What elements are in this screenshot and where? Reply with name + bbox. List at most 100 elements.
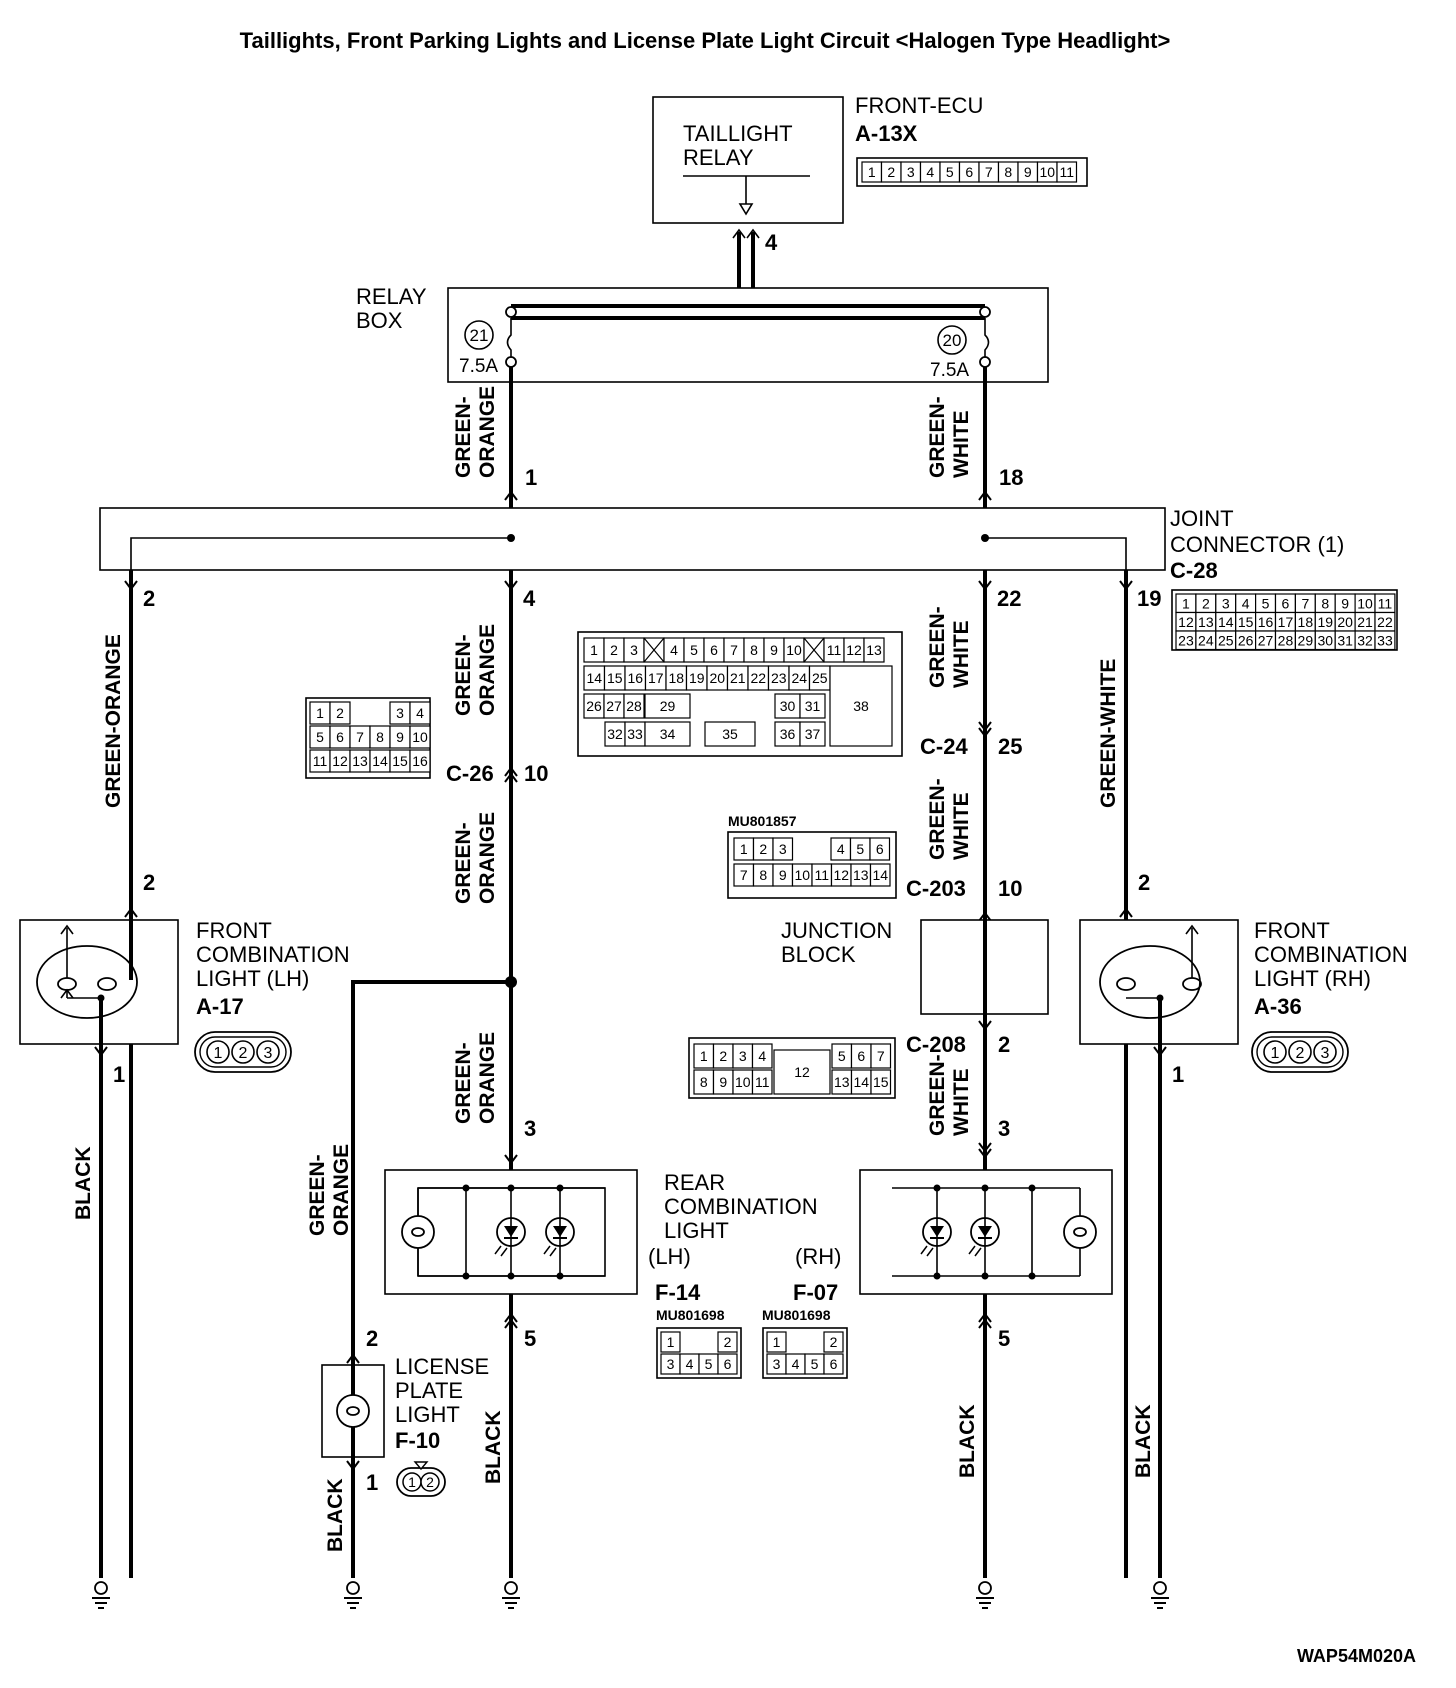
connector-pin-number: 14 xyxy=(586,670,602,686)
connector-pin-number: 31 xyxy=(1337,632,1353,648)
connector-pin-number: 14 xyxy=(853,1074,869,1090)
connector-cell xyxy=(704,721,756,747)
f10-pin-1: 1 xyxy=(408,1474,416,1490)
diagram-title: Taillights, Front Parking Lights and Lic… xyxy=(240,28,1171,53)
connector-cell xyxy=(717,1331,738,1353)
wire-label-green-white-top-2: WHITE xyxy=(950,410,973,478)
ground-symbol xyxy=(91,1581,111,1609)
connector-pin-number: 4 xyxy=(758,1048,766,1064)
connector-pin-number: 8 xyxy=(750,642,758,658)
c24-pin: 25 xyxy=(998,734,1022,759)
license-line1: LICENSE xyxy=(395,1354,489,1379)
connector-pin-number: 4 xyxy=(792,1356,800,1372)
wire-label-go-license-1: GREEN- xyxy=(306,1154,329,1236)
connector-cell xyxy=(409,701,431,725)
connector-cell xyxy=(409,725,431,749)
front-lh-line3: LIGHT (LH) xyxy=(196,966,309,991)
rear-rh-label: (RH) xyxy=(795,1244,841,1269)
connector-pin-number: 12 xyxy=(794,1064,810,1080)
connector-pin-number: 11 xyxy=(814,867,829,883)
c203-code: C-203 xyxy=(906,876,966,901)
rear-rh-pin-gnd: 5 xyxy=(998,1326,1010,1351)
connector-pin-number: 4 xyxy=(926,164,934,180)
fuse-21-number: 21 xyxy=(470,326,489,345)
f10-pin-2: 2 xyxy=(426,1474,434,1490)
connector-pin-number: 7 xyxy=(356,729,364,745)
junction-line2: BLOCK xyxy=(781,942,856,967)
connector-pin-number: 1 xyxy=(667,1334,675,1350)
a36-connector: 1 2 3 xyxy=(1251,1031,1349,1073)
c26-code: C-26 xyxy=(446,761,494,786)
connector-pin-number: 3 xyxy=(1222,595,1230,611)
front-rh-line3: LIGHT (RH) xyxy=(1254,966,1371,991)
connector-cell xyxy=(766,1331,787,1353)
connector-pin-number: 5 xyxy=(1262,595,1270,611)
connector-pin-number: 22 xyxy=(750,670,766,686)
relay-name-line2: RELAY xyxy=(683,145,754,170)
connector-pin-number: 11 xyxy=(755,1074,770,1090)
ground-symbol xyxy=(501,1581,521,1609)
connector-pin-number: 20 xyxy=(709,670,725,686)
connector-pin-number: 9 xyxy=(719,1074,727,1090)
relay-box-line1: RELAY xyxy=(356,284,427,309)
f07-part: MU801698 xyxy=(762,1307,831,1323)
front-combination-light-lh: FRONT COMBINATION LIGHT (LH) A-17 1 2 3 xyxy=(19,918,350,1073)
relay-pin: 4 xyxy=(765,230,778,255)
license-code: F-10 xyxy=(395,1428,440,1453)
wire-label-black-lh: BLACK xyxy=(72,1147,95,1221)
a17-pin-1: 1 xyxy=(214,1045,223,1062)
connector-pin-number: 22 xyxy=(1377,614,1393,630)
c203-pin: 10 xyxy=(998,876,1022,901)
connector-pin-number: 3 xyxy=(630,642,638,658)
connector-pin-number: 2 xyxy=(830,1334,838,1350)
rear-line3: LIGHT xyxy=(664,1218,729,1243)
connector-cell xyxy=(863,637,885,663)
front-lh-code: A-17 xyxy=(196,994,244,1019)
front-lh-pin-in: 2 xyxy=(143,870,155,895)
front-rh-code: A-36 xyxy=(1254,994,1302,1019)
connector-pin-number: 6 xyxy=(857,1048,865,1064)
connector-pin-number: 11 xyxy=(313,753,328,769)
connector-pin-number: 10 xyxy=(412,729,428,745)
connector-pin-number: 5 xyxy=(856,841,864,857)
fuse-20-number: 20 xyxy=(943,331,962,350)
connector-pin-number: 24 xyxy=(791,670,807,686)
connector-cell xyxy=(751,1069,773,1095)
connector-pin-number: 9 xyxy=(396,729,404,745)
connector-cell xyxy=(870,1069,892,1095)
connector-pin-number: 16 xyxy=(1258,614,1274,630)
connector-pin-number: 9 xyxy=(770,642,778,658)
connector-cell xyxy=(869,863,891,887)
connector-cell xyxy=(644,693,691,719)
rear-lh-label: (LH) xyxy=(648,1244,691,1269)
connector-pin-number: 8 xyxy=(1004,164,1012,180)
connector-pin-number: 3 xyxy=(739,1048,747,1064)
joint-code: C-28 xyxy=(1170,558,1218,583)
connector-pin-number: 6 xyxy=(965,164,973,180)
connector-pin-number: 38 xyxy=(853,698,869,714)
connector-pin-number: 1 xyxy=(316,705,324,721)
connector-pin-number: 9 xyxy=(1024,164,1032,180)
connector-pin-number: 10 xyxy=(786,642,802,658)
connector-pin-number: 9 xyxy=(1341,595,1349,611)
wire-label-go-low-1: GREEN- xyxy=(452,1042,475,1124)
connector-pin-number: 21 xyxy=(1357,614,1373,630)
connector-pin-number: 13 xyxy=(853,867,869,883)
connector-pin-number: 11 xyxy=(1378,595,1393,611)
connector-pin-number: 14 xyxy=(872,867,888,883)
connector-pin-number: 20 xyxy=(1337,614,1353,630)
ground-symbol xyxy=(975,1581,995,1609)
connector-pin-number: 36 xyxy=(780,726,796,742)
connector-pin-number: 6 xyxy=(876,841,884,857)
connector-cell xyxy=(329,701,351,725)
connector-pin-number: 33 xyxy=(1377,632,1393,648)
rear-line1: REAR xyxy=(664,1170,725,1195)
fuse-20-amp: 7.5A xyxy=(930,360,969,381)
wire-label-gw-mid-2: WHITE xyxy=(950,620,973,688)
a36-pin-1: 1 xyxy=(1271,1045,1280,1062)
